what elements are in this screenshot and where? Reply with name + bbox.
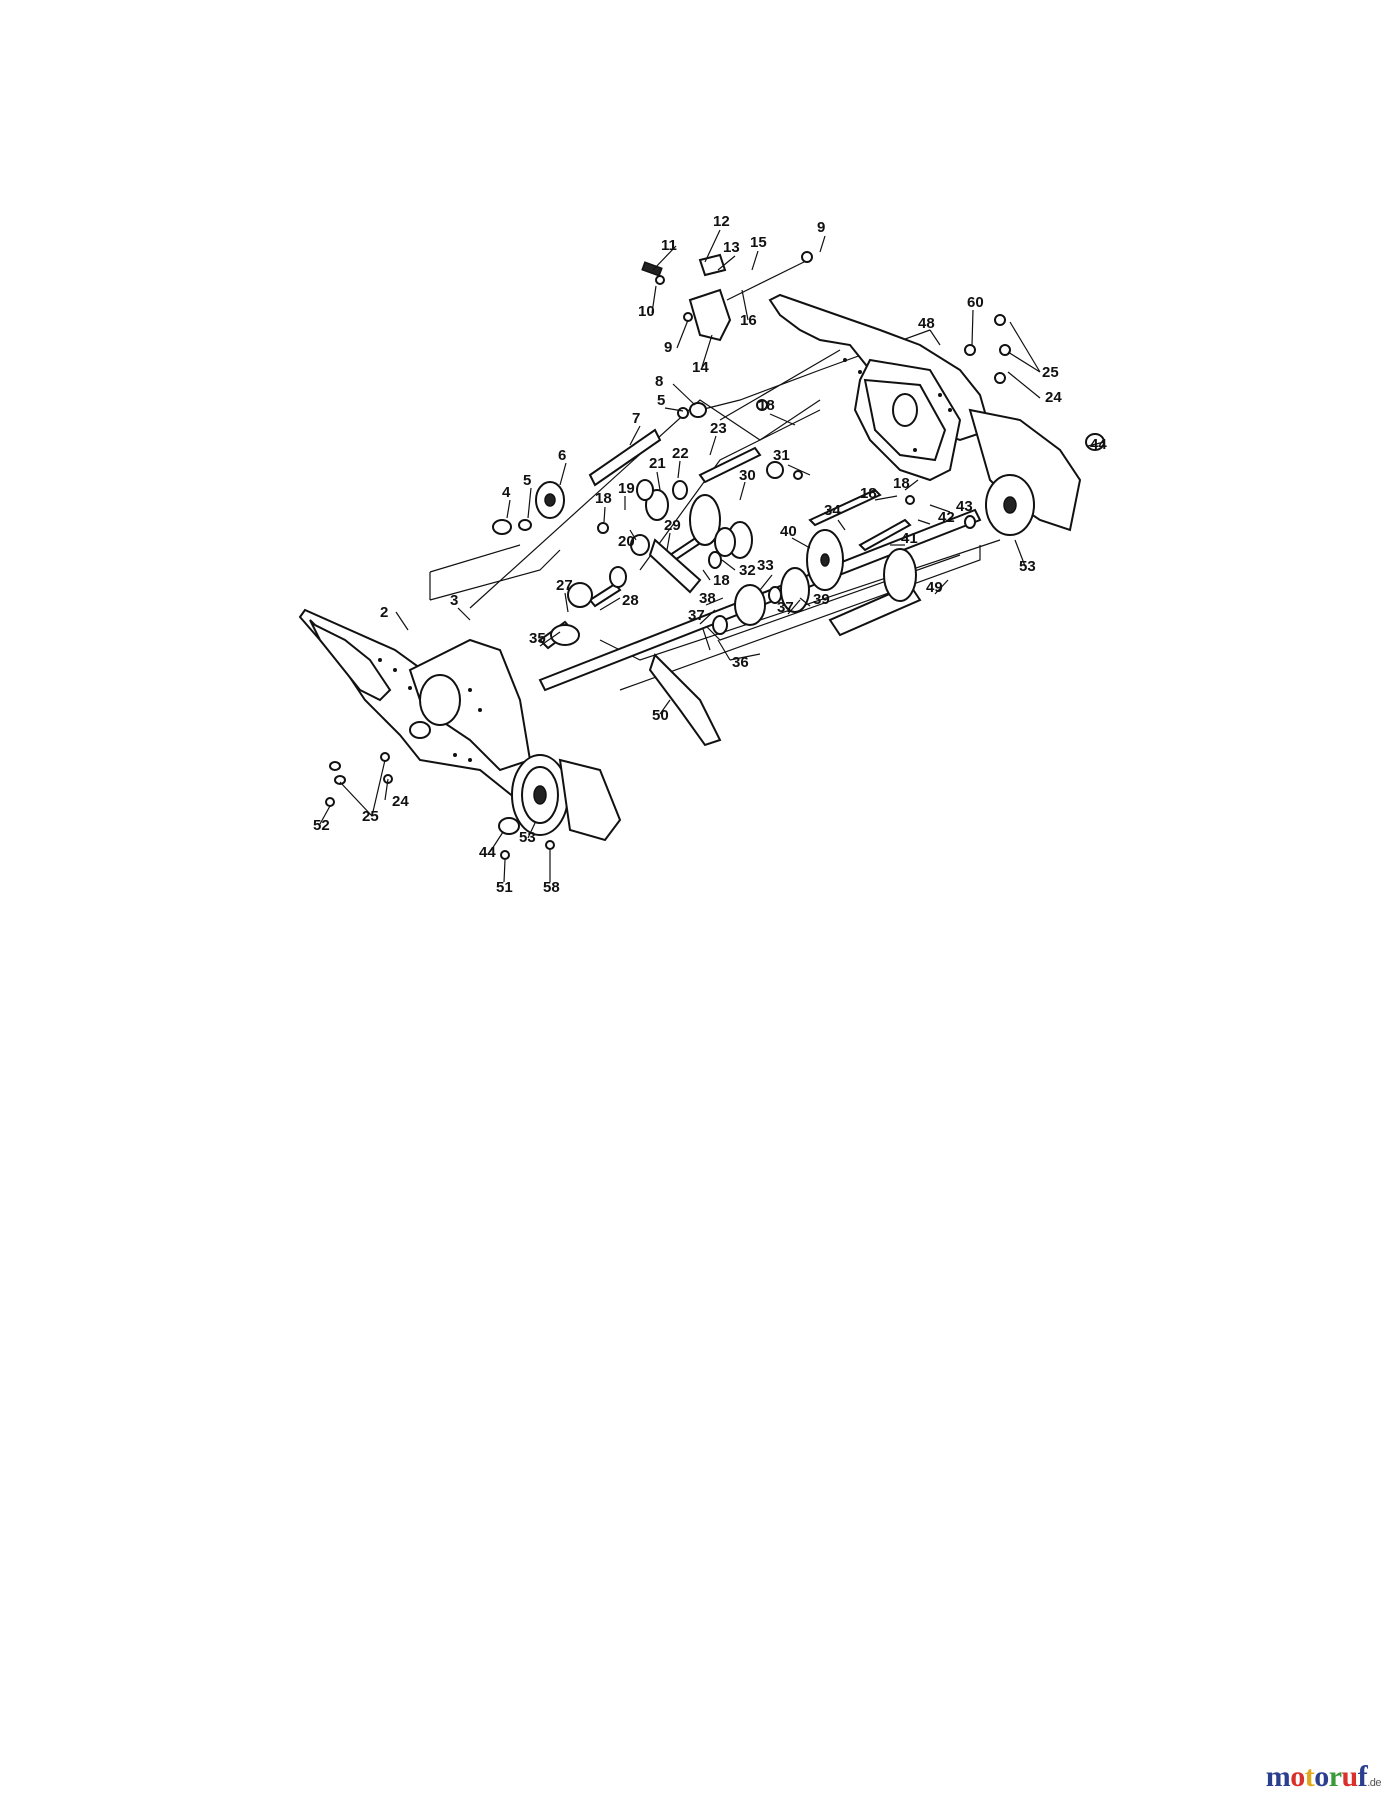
- callout-label: 13: [723, 239, 740, 256]
- watermark-letter: u: [1341, 1760, 1359, 1793]
- callout-label: 27: [556, 577, 573, 594]
- callout-label: 60: [967, 294, 984, 311]
- callout-label: 18: [758, 397, 775, 414]
- callout-label: 5: [523, 472, 531, 489]
- callout-label: 6: [558, 447, 566, 464]
- callout-label: 24: [1045, 389, 1062, 406]
- left-side-plate: [298, 608, 547, 812]
- motoruf-watermark: motoruf.de: [1265, 1760, 1382, 1794]
- callout-label: 18: [713, 572, 730, 589]
- callout-label: 23: [710, 420, 727, 437]
- callout-label: 41: [901, 530, 918, 547]
- watermark-letter: r: [1328, 1760, 1342, 1793]
- callout-label: 53: [1019, 558, 1036, 575]
- watermark-letter: o: [1314, 1760, 1329, 1793]
- watermark-letter: m: [1265, 1760, 1291, 1793]
- callout-label: 37: [777, 599, 794, 616]
- callout-label: 37: [688, 607, 705, 624]
- callout-label: 11: [661, 237, 677, 254]
- callout-label: 35: [529, 630, 546, 647]
- callout-label: 15: [750, 234, 767, 251]
- watermark-letter: t: [1304, 1760, 1315, 1793]
- callout-label: 14: [692, 359, 709, 376]
- assembly-guide-lines: [429, 329, 1001, 691]
- callout-label: 5: [657, 392, 665, 409]
- callout-label: 18: [893, 475, 910, 492]
- callout-label: 19: [618, 480, 635, 497]
- callout-label: 42: [938, 509, 955, 526]
- callout-label: 9: [817, 219, 825, 236]
- callout-label: 51: [496, 879, 513, 896]
- watermark-letter: f: [1357, 1760, 1368, 1793]
- callout-label: 21: [649, 455, 666, 472]
- callout-leaders: [319, 229, 1105, 883]
- callout-label: 31: [773, 447, 790, 464]
- callout-label: 16: [740, 312, 757, 329]
- belts: [648, 538, 722, 747]
- callout-label: 49: [926, 579, 943, 596]
- callout-label: 58: [543, 879, 560, 896]
- callout-label: 32: [739, 562, 756, 579]
- callout-label: 50: [652, 707, 669, 724]
- right-side-plate: [768, 293, 992, 482]
- right-pulley: [968, 408, 1082, 536]
- callout-label: 12: [713, 213, 730, 230]
- left-pulley: [511, 754, 622, 842]
- callout-label: 7: [632, 410, 640, 427]
- callout-label: 8: [655, 373, 663, 390]
- callout-label: 18: [595, 490, 612, 507]
- callout-label: 18: [860, 485, 877, 502]
- callout-label: 3: [450, 592, 458, 609]
- callout-label: 29: [664, 517, 681, 534]
- callout-label: 43: [956, 498, 973, 515]
- callout-label: 2: [380, 604, 388, 621]
- callout-label: 53: [519, 829, 536, 846]
- callout-label: 40: [780, 523, 797, 540]
- callout-label: 33: [757, 557, 774, 574]
- callout-labels: 2 3 4 5 5 6 7 8 9 9 10 11 12 13 14 15 16…: [313, 213, 1107, 896]
- gears: [535, 479, 917, 635]
- callout-label: 22: [672, 445, 689, 462]
- callout-label: 52: [313, 817, 330, 834]
- callout-label: 44: [1090, 436, 1107, 453]
- callout-label: 10: [638, 303, 655, 320]
- callout-label: 30: [739, 467, 756, 484]
- callout-label: 4: [502, 484, 511, 501]
- callout-label: 25: [362, 808, 379, 825]
- callout-label: 25: [1042, 364, 1059, 381]
- callout-label: 20: [618, 533, 635, 550]
- callout-label: 39: [813, 591, 830, 608]
- watermark-suffix: .de: [1367, 1777, 1381, 1789]
- callout-label: 48: [918, 315, 935, 332]
- callout-label: 34: [824, 502, 841, 519]
- callout-label: 28: [622, 592, 639, 609]
- callout-label: 24: [392, 793, 409, 810]
- callout-label: 9: [664, 339, 672, 356]
- watermark-letter: o: [1290, 1760, 1305, 1793]
